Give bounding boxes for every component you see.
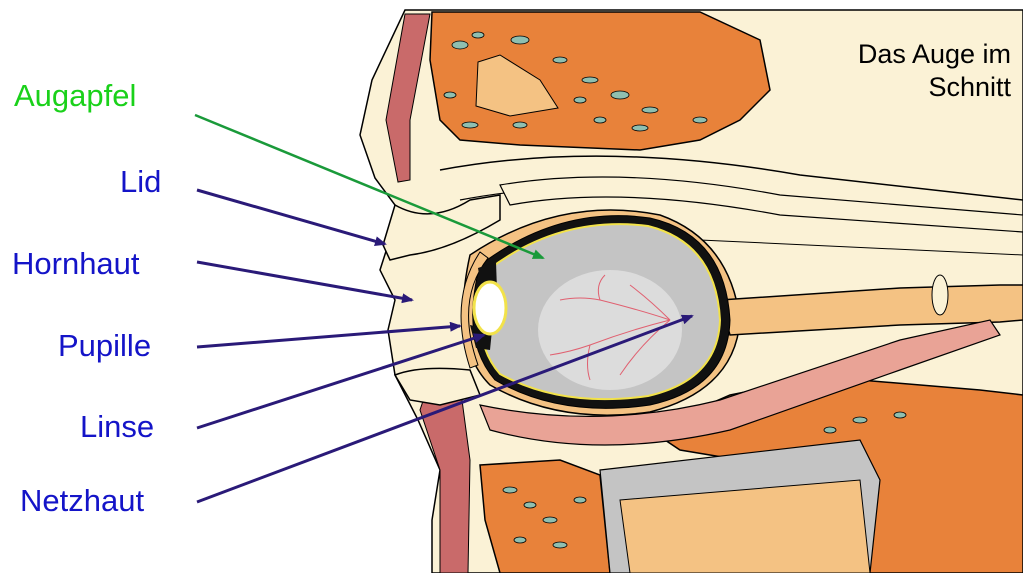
title-line-1: Das Auge im xyxy=(858,38,1011,71)
label-lid: Lid xyxy=(120,166,161,197)
retina-area xyxy=(538,270,682,390)
diagram-title: Das Auge im Schnitt xyxy=(858,38,1011,104)
lens xyxy=(474,282,506,334)
optic-nerve-end xyxy=(932,275,948,315)
maxillary-bone xyxy=(480,460,610,573)
pointer-lid xyxy=(197,190,385,244)
pointer-hornhaut xyxy=(197,262,412,300)
title-line-2: Schnitt xyxy=(858,71,1011,104)
label-netzhaut: Netzhaut xyxy=(20,485,144,516)
label-linse: Linse xyxy=(80,411,154,442)
label-pupille: Pupille xyxy=(58,330,151,361)
label-augapfel: Augapfel xyxy=(14,80,136,111)
label-hornhaut: Hornhaut xyxy=(12,248,140,279)
